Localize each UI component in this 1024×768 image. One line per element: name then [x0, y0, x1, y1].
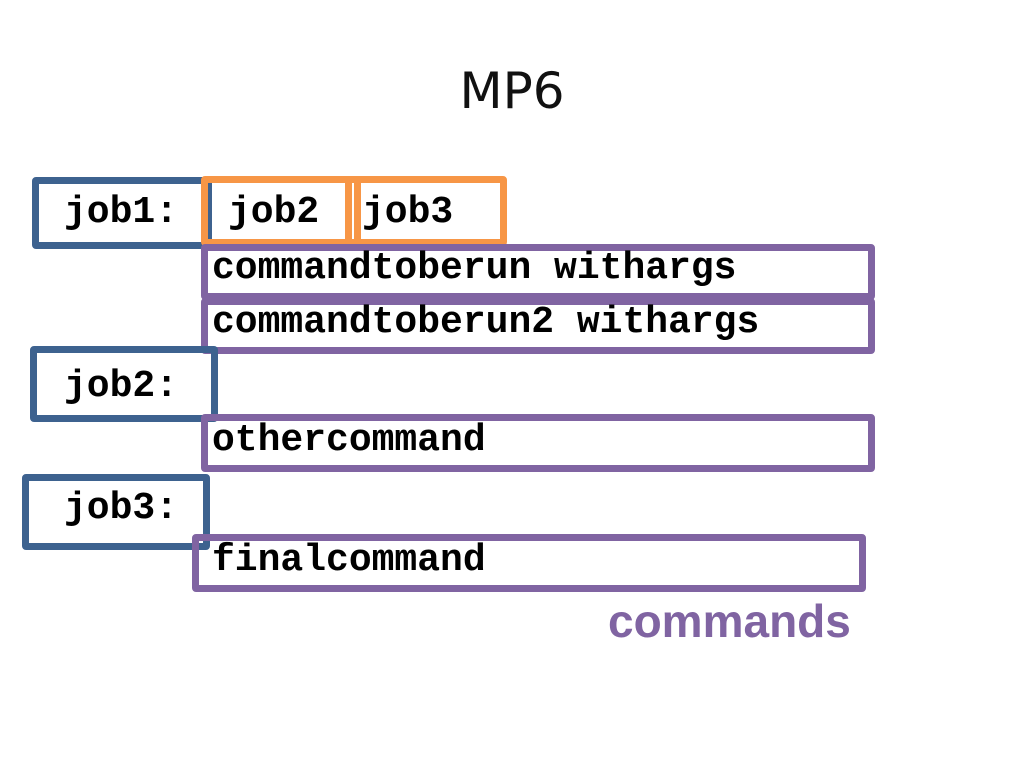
target-box-job2 [30, 346, 218, 422]
command-text-1: commandtoberun withargs [212, 247, 737, 290]
dependency-box-job3 [345, 176, 507, 246]
target-label-job1: job1: [64, 191, 179, 234]
commands-legend-label: commands [608, 595, 851, 647]
command-text-3: othercommand [212, 419, 486, 462]
target-box-job1 [32, 177, 212, 249]
command-text-2: commandtoberun2 withargs [212, 301, 760, 344]
dependency-label-job3: job3 [362, 191, 454, 234]
target-label-job3: job3: [64, 487, 179, 530]
slide-title: MP6 [459, 62, 565, 120]
target-label-job2: job2: [64, 365, 179, 408]
command-box-1 [201, 244, 875, 300]
command-text-4: finalcommand [212, 539, 486, 582]
dependency-label-job2: job2 [228, 191, 320, 234]
target-box-job3 [22, 474, 210, 550]
command-box-2 [201, 298, 875, 354]
command-box-3 [201, 414, 875, 472]
dependency-box-job2 [201, 176, 361, 246]
command-box-4 [192, 534, 866, 592]
